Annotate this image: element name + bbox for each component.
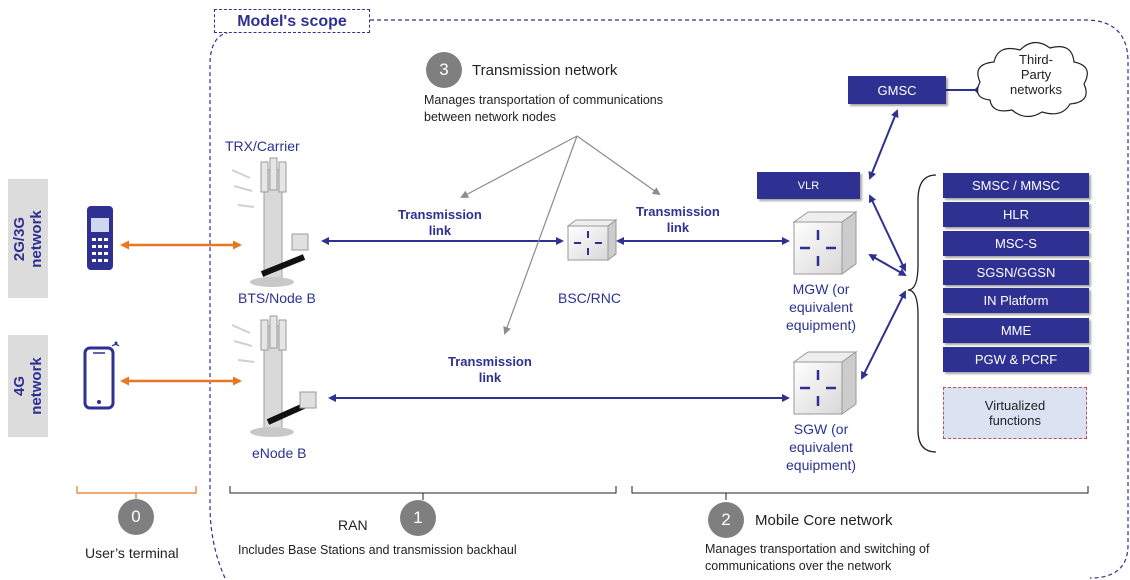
mobile-core-title: Mobile Core network [755, 512, 893, 529]
smartphone-4g-icon [83, 341, 120, 410]
tab-2g3g-label: 2G/3G network [11, 209, 46, 268]
third-party-cloud [977, 41, 1088, 118]
scope-boundary [209, 19, 1129, 579]
phone-2g-icon [87, 206, 113, 270]
bsc-switch-icon [566, 219, 618, 261]
bts-node-b-label: BTS/Node B [238, 290, 316, 306]
link-gmsc-core [868, 109, 899, 180]
third-party-networks-label: Third- Party networks [1010, 52, 1063, 97]
step-2-badge: 2 [708, 502, 744, 538]
enode-b-label: eNode B [252, 445, 307, 461]
gmsc-box: GMSC [848, 76, 946, 104]
mobile-core-desc: Manages transportation and switching of … [705, 542, 930, 573]
step-0-badge: 0 [118, 499, 154, 535]
pointer-to-link3 [503, 135, 578, 335]
bracket-ran [229, 486, 617, 500]
pointer-to-link1 [460, 135, 578, 198]
step-1-badge: 1 [400, 500, 436, 536]
function-msc-s: MSC-S [943, 231, 1089, 256]
function-pgw-pcrf: PGW & PCRF [943, 347, 1089, 372]
ran-label: RAN [338, 517, 368, 533]
function-hlr: HLR [943, 202, 1089, 227]
bsc-rnc-label: BSC/RNC [558, 290, 622, 306]
function-mme: MME [943, 318, 1089, 343]
tab-4g-network: 4G network [8, 335, 48, 437]
step-3-badge: 3 [426, 52, 462, 88]
sgw-switch-icon [792, 351, 858, 415]
transmission-network-desc: Manages transportation of communications… [424, 93, 664, 124]
vlr-box: VLR [757, 172, 860, 199]
pointer-to-link2 [576, 135, 661, 196]
transmission-network-title: Transmission network [472, 62, 618, 79]
virtualized-functions-box: Virtualized functions [943, 387, 1087, 439]
function-in-platform: IN Platform [943, 288, 1089, 313]
trx-carrier-label: TRX/Carrier [225, 138, 300, 154]
bts-tower-icon [231, 157, 309, 287]
users-terminal-label: User’s terminal [85, 545, 179, 561]
model-scope-label: Model's scope [214, 9, 370, 33]
function-sgsn-ggsn: SGSN/GGSN [943, 260, 1089, 285]
tab-4g-label: 4G network [11, 357, 46, 415]
link-mgw-functions [868, 254, 907, 276]
mgw-switch-icon [792, 211, 858, 275]
transmission-link-3-label: Transmission link [448, 354, 532, 385]
bracket-core [631, 486, 1089, 500]
ran-desc: Includes Base Stations and transmission … [238, 543, 517, 557]
mgw-label: MGW (or equivalent equipment) [786, 281, 857, 333]
functions-brace [907, 174, 937, 453]
enodeb-tower-icon [231, 315, 317, 437]
transmission-link-2-label: Transmission link [636, 204, 720, 235]
link-sgw-functions [861, 290, 906, 380]
bracket-terminal [76, 486, 197, 500]
function-smsc-mmsc: SMSC / MMSC [943, 173, 1089, 198]
transmission-link-1-label: Transmission link [398, 207, 482, 238]
tab-2g3g-network: 2G/3G network [8, 179, 48, 298]
sgw-label: SGW (or equivalent equipment) [786, 421, 857, 473]
